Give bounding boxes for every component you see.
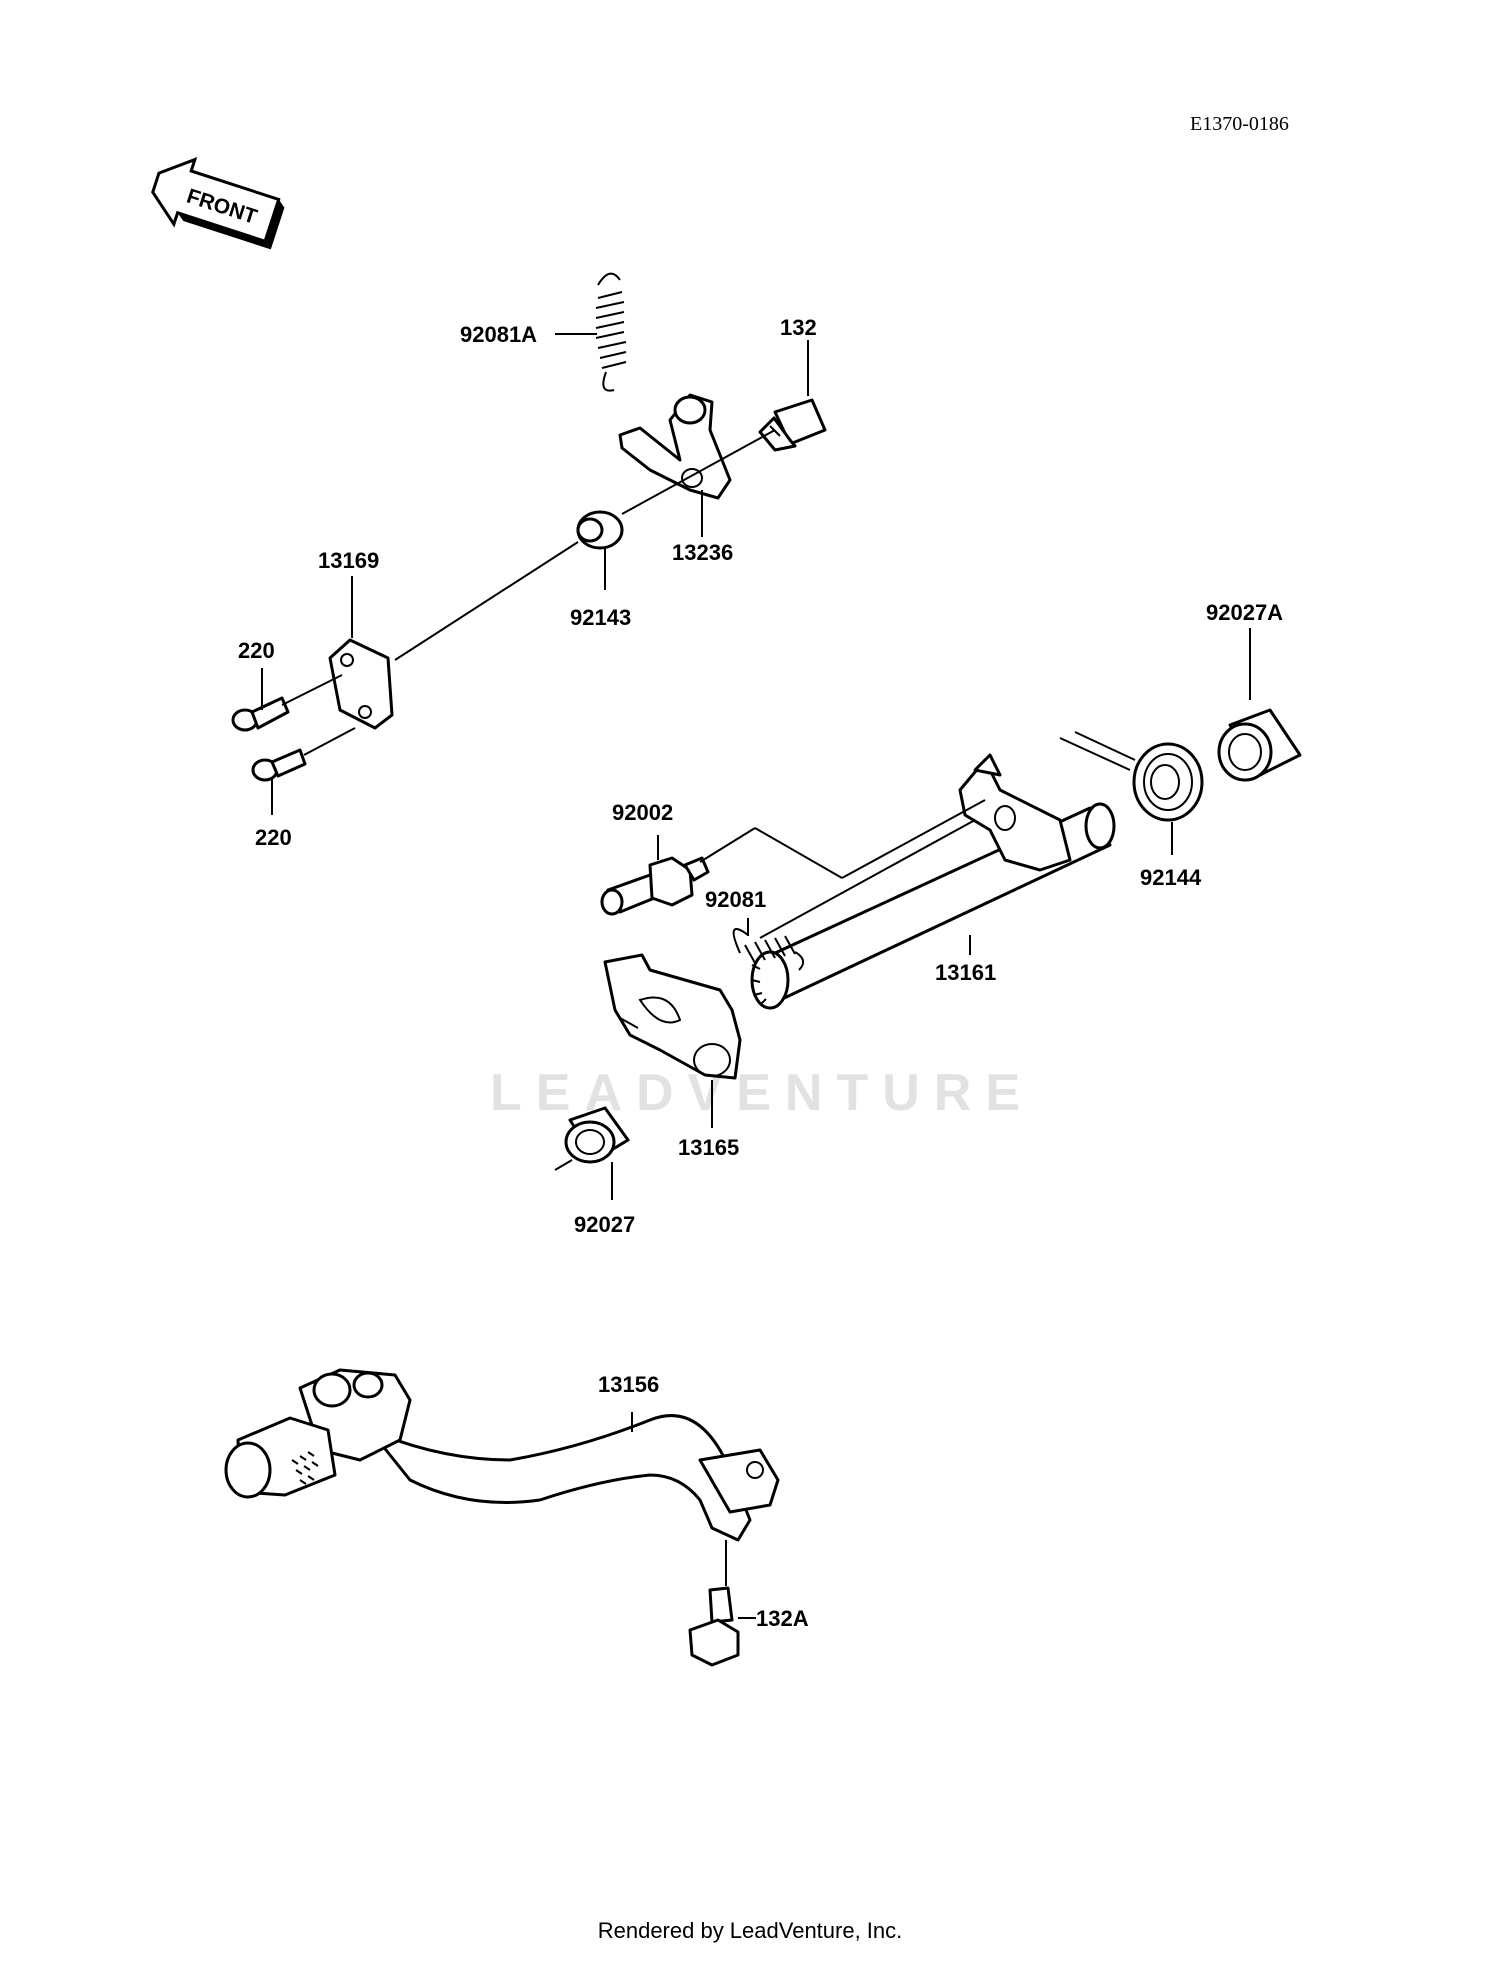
screw-220-bottom: [251, 748, 307, 782]
label-13236: 13236: [672, 540, 733, 565]
arm-13165: [603, 953, 742, 1080]
label-92081: 92081: [705, 887, 766, 912]
label-132: 132: [780, 315, 817, 340]
shaft-13161: [750, 753, 1116, 1010]
seal-92027a: [1217, 708, 1302, 782]
label-13156: 13156: [598, 1372, 659, 1397]
bolt-132a: [688, 1586, 740, 1667]
spring-92081a: [595, 272, 627, 392]
label-13169: 13169: [318, 548, 379, 573]
label-220-top: 220: [238, 638, 275, 663]
pedal-13156: [224, 1368, 780, 1542]
seal-92027: [564, 1106, 630, 1164]
label-13161: 13161: [935, 960, 996, 985]
label-132a: 132A: [756, 1606, 809, 1631]
collar-92143: [576, 510, 624, 550]
bolt-132: [758, 398, 827, 452]
label-92144: 92144: [1140, 865, 1202, 890]
label-220-bottom: 220: [255, 825, 292, 850]
label-13165: 13165: [678, 1135, 739, 1160]
watermark-text: LEADVENTURE: [490, 1064, 1034, 1122]
bolt-92002: [600, 856, 710, 916]
plate-13169: [328, 638, 394, 730]
front-arrow-icon: FRONT: [151, 157, 285, 250]
label-92002: 92002: [612, 800, 673, 825]
label-92143: 92143: [570, 605, 631, 630]
spring-92144: [1059, 731, 1204, 822]
screw-220-top: [231, 696, 290, 732]
label-92027: 92027: [574, 1212, 635, 1237]
label-92027a: 92027A: [1206, 600, 1283, 625]
footer-credit: Rendered by LeadVenture, Inc.: [597, 1918, 903, 1943]
lever-13236: [618, 393, 732, 500]
spring-92081: [732, 928, 805, 971]
diagram-code: E1370-0186: [1190, 113, 1289, 135]
label-92081a: 92081A: [460, 322, 537, 347]
